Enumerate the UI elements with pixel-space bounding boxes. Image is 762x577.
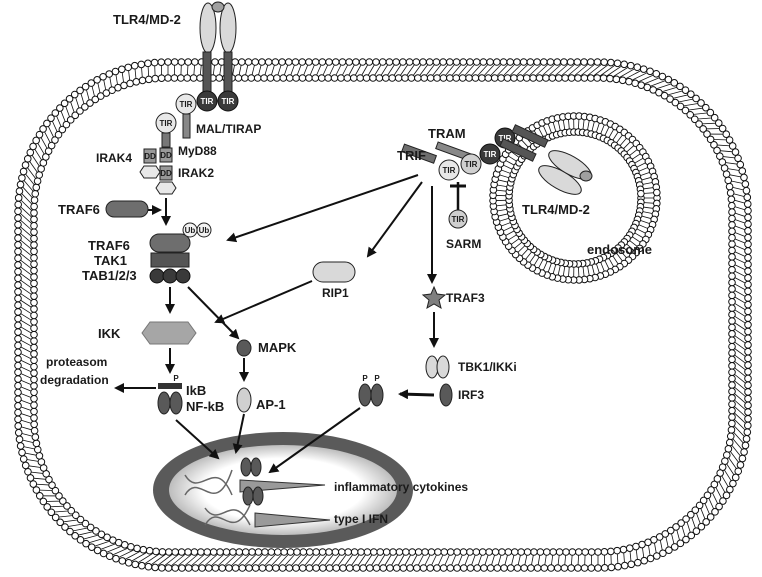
ub-tag: Ub xyxy=(185,226,196,235)
mapk-protein xyxy=(236,339,252,357)
irak2-label: IRAK2 xyxy=(178,166,214,180)
arrow-trif-rip1 xyxy=(366,181,423,258)
dd-tag: DD xyxy=(160,151,172,160)
irf3-dimer-nuclear xyxy=(242,486,264,506)
arrow-irf3-dimer xyxy=(398,389,435,400)
p-tag: P xyxy=(173,374,179,383)
dd-tag: DD xyxy=(160,169,172,178)
nfkb-label: NF-kB xyxy=(186,399,224,414)
cytokines-label: inflammatory cytokines xyxy=(334,480,468,494)
arrow-rip1-ikk xyxy=(214,280,313,324)
trif-protein: TIR xyxy=(401,143,460,181)
tlr4-receptor-top xyxy=(199,1,237,95)
arrow-irf3-nucleus xyxy=(268,407,361,474)
tab-label: TAB1/2/3 xyxy=(82,268,137,283)
arrow-ap1-nucleus xyxy=(232,413,245,454)
traf6-tak1-complex xyxy=(149,233,191,284)
irf3-label: IRF3 xyxy=(458,388,484,402)
tir-tag: TIR xyxy=(201,97,214,106)
tir-tag: TIR xyxy=(160,119,173,128)
nfkb-dimer-nuclear xyxy=(240,457,262,477)
ikk-label: IKK xyxy=(98,326,121,341)
tbk1-label: TBK1/IKKi xyxy=(458,360,517,374)
tlr4-top-label: TLR4/MD-2 xyxy=(113,12,181,27)
tlr4-receptor-endosome: TIR TIR xyxy=(479,124,593,195)
tir-tag: TIR xyxy=(452,215,465,224)
irak4-protein: DD xyxy=(139,148,161,179)
myd88-protein: TIR DD xyxy=(155,112,177,163)
ikb-nfkb-complex: P xyxy=(157,374,183,415)
tir-tag: TIR xyxy=(484,150,497,159)
tram-protein: TIR xyxy=(435,141,482,175)
myd88-label: MyD88 xyxy=(178,144,217,158)
arrow-tak1-mapk xyxy=(187,286,240,340)
irak4-label: IRAK4 xyxy=(96,151,132,165)
tir-tag: TIR xyxy=(499,134,512,143)
traf6-free-label: TRAF6 xyxy=(58,202,100,217)
tram-label: TRAM xyxy=(428,126,466,141)
mapk-label: MAPK xyxy=(258,340,297,355)
tbk1-ikki-complex xyxy=(425,355,450,379)
p-tag: P xyxy=(362,374,368,383)
ubiquitin-tags: Ub Ub xyxy=(182,222,212,238)
tir-tag: TIR xyxy=(443,166,456,175)
ifn-label: type I IFN xyxy=(334,512,388,526)
degradation-label: degradation xyxy=(40,373,109,387)
proteasom-label: proteasom xyxy=(46,355,107,369)
ub-tag: Ub xyxy=(199,226,210,235)
transcript-ifn xyxy=(254,512,331,528)
mal-tirap-label: MAL/TIRAP xyxy=(196,122,261,136)
ikk-complex xyxy=(141,321,197,345)
arrow-trif-traf6 xyxy=(226,174,419,243)
tir-tag: TIR xyxy=(180,100,193,109)
rip1-label: RIP1 xyxy=(322,286,349,300)
p-tag: P xyxy=(374,374,380,383)
irak2-protein: DD xyxy=(155,165,177,195)
dd-tag: DD xyxy=(144,152,156,161)
traf6-free-protein xyxy=(105,200,149,218)
ap1-label: AP-1 xyxy=(256,397,286,412)
traf6-label: TRAF6 xyxy=(88,238,130,253)
endosome-membrane xyxy=(489,112,661,284)
tir-tag: TIR xyxy=(222,97,235,106)
ap1-protein xyxy=(236,387,252,413)
tir-tag: TIR xyxy=(465,160,478,169)
traf3-label: TRAF3 xyxy=(446,291,485,305)
trif-label: TRIF xyxy=(397,148,426,163)
dna-helix-icon xyxy=(184,469,251,526)
irf3-dimer-phospho: P P xyxy=(358,374,384,407)
tak1-label: TAK1 xyxy=(94,253,127,268)
cell-membrane xyxy=(14,58,752,572)
traf3-protein xyxy=(421,285,447,310)
rip1-protein xyxy=(312,261,356,283)
tlr4-endosome-label: TLR4/MD-2 xyxy=(522,202,590,217)
mal-tirap-protein: TIR xyxy=(175,93,197,139)
tir-domain-tlr4-right: TIR xyxy=(217,90,239,112)
irf3-protein xyxy=(439,383,453,407)
ikb-label: IkB xyxy=(186,383,206,398)
tir-domain-tlr4-left: TIR xyxy=(196,90,218,112)
sarm-label: SARM xyxy=(446,237,481,251)
sarm-inhibitor: TIR xyxy=(448,182,468,229)
arrow-nfkb-nucleus xyxy=(175,419,220,460)
endosome-label: endosome xyxy=(587,242,652,257)
